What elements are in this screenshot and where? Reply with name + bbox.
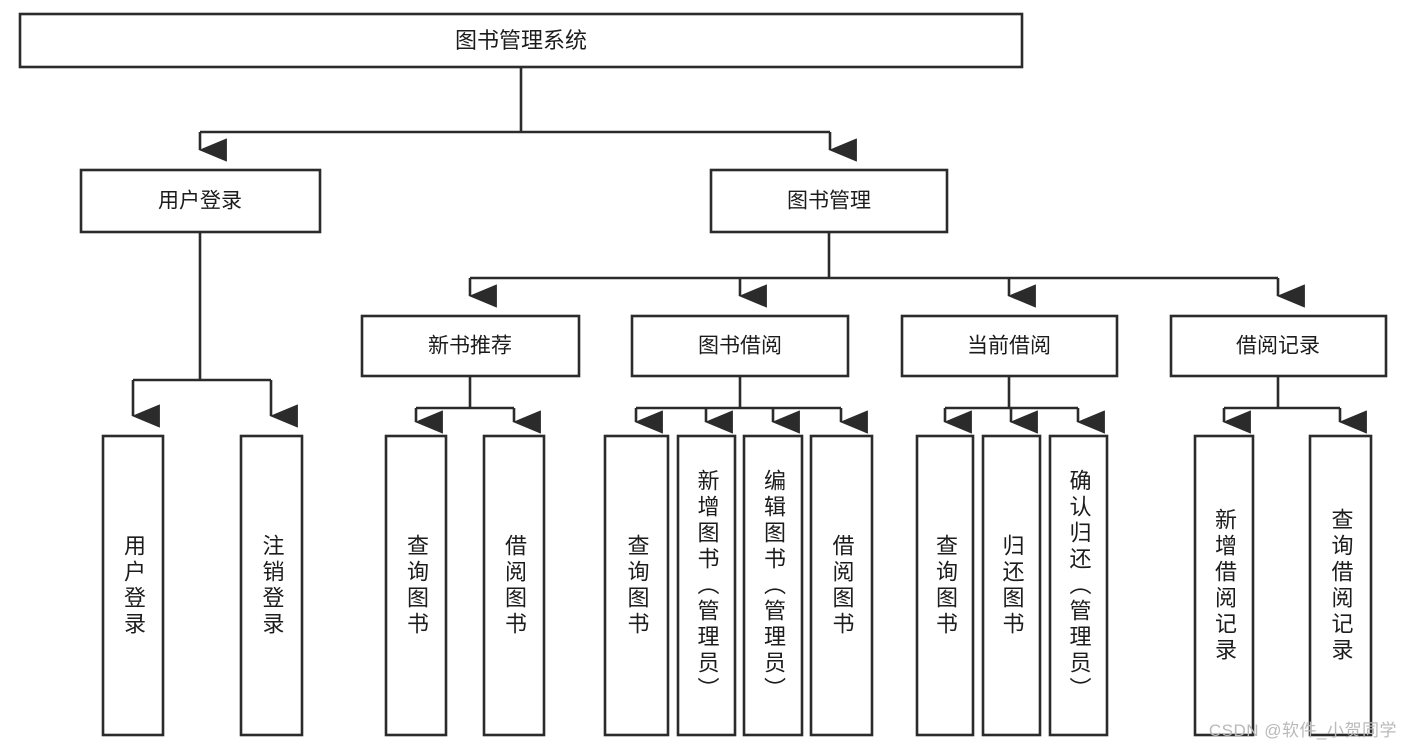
node-root-box [18, 12, 1024, 69]
connector-user-login-to-leaves [131, 232, 298, 428]
leaf-box-borrow-book-1[interactable] [482, 434, 546, 737]
leaf-box-add-book-admin[interactable] [676, 434, 737, 737]
leaf-box-query-book-2[interactable] [603, 434, 670, 737]
node-borrow-records[interactable]: 借阅记录 [1169, 314, 1388, 378]
watermark-text: CSDN @软件_小贺同学 [1208, 721, 1397, 740]
node-book-management[interactable]: 图书管理 [709, 168, 949, 234]
leaf-box-user-login[interactable] [101, 434, 165, 737]
leaf-box-query-book-3[interactable] [915, 434, 975, 737]
leaf-box-logout[interactable] [239, 434, 304, 737]
connector-book-management-to-level3 [468, 232, 1305, 308]
leaf-box-borrow-book-2[interactable] [809, 434, 874, 737]
connector-root-to-level2 [198, 67, 857, 162]
node-current-borrow[interactable]: 当前借阅 [900, 314, 1119, 378]
leaf-boxes [101, 434, 1373, 737]
node-new-book-recommend-label: 新书推荐 [428, 335, 512, 358]
node-book-management-label: 图书管理 [787, 190, 871, 213]
node-user-login-label: 用户登录 [158, 190, 242, 213]
node-borrow-records-label: 借阅记录 [1236, 335, 1320, 358]
node-user-login-box [79, 168, 322, 234]
connector-current-borrow-to-leaves [943, 376, 1105, 434]
node-current-borrow-label: 当前借阅 [967, 335, 1051, 358]
connector-borrow-records-to-leaves [1222, 376, 1367, 434]
leaf-box-add-borrow-record[interactable] [1193, 434, 1255, 737]
connector-book-borrow-to-leaves [634, 376, 868, 434]
node-current-borrow-box [900, 314, 1119, 378]
node-book-borrow[interactable]: 图书借阅 [630, 314, 850, 378]
leaf-box-query-borrow-record[interactable] [1308, 434, 1373, 737]
node-new-book-recommend[interactable]: 新书推荐 [360, 314, 581, 378]
leaf-box-edit-book-admin[interactable] [742, 434, 804, 737]
connector-new-book-recommend-to-leaves [414, 376, 541, 434]
leaf-box-return-book[interactable] [981, 434, 1042, 737]
leaf-box-query-book-1[interactable] [384, 434, 448, 737]
node-new-book-recommend-box [360, 314, 581, 378]
node-book-borrow-label: 图书借阅 [698, 335, 782, 358]
leaf-box-confirm-return-admin[interactable] [1048, 434, 1109, 737]
node-user-login[interactable]: 用户登录 [79, 168, 322, 234]
node-root[interactable]: 图书管理系统 [18, 12, 1024, 69]
node-root-label: 图书管理系统 [455, 28, 587, 53]
